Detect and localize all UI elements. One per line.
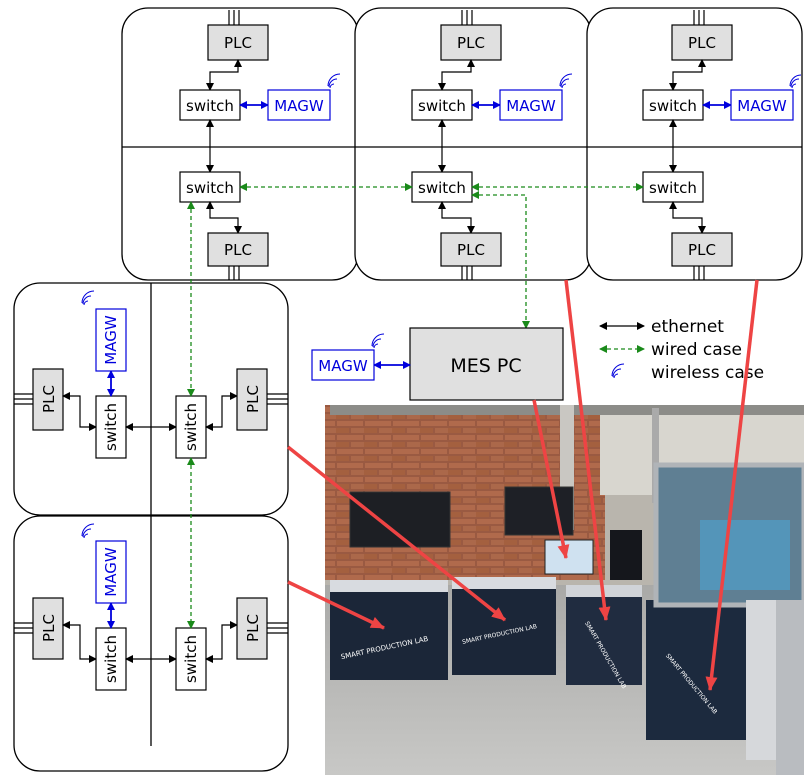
magw-box xyxy=(499,89,563,121)
ethernet-link xyxy=(62,621,97,663)
switch-box xyxy=(411,89,473,121)
magw-box xyxy=(95,308,127,372)
magw-label: MAGW xyxy=(506,97,556,115)
magw-label: MAGW xyxy=(737,97,787,115)
module-top-right: PLC switch MAGW switch PLC xyxy=(642,10,802,280)
legend-wired-label: wired case xyxy=(651,340,742,360)
plc-connectors xyxy=(693,10,705,25)
plc-box xyxy=(236,368,268,431)
ethernet-link xyxy=(62,392,97,431)
module-top-left: PLC switch MAGW switch PLC xyxy=(179,10,341,280)
switch-label: switch xyxy=(182,403,200,451)
magw-label: MAGW xyxy=(102,547,120,597)
wired-link xyxy=(471,191,530,329)
switch-label: switch xyxy=(649,179,697,197)
plc-connectors xyxy=(267,622,288,634)
pointer-arrow xyxy=(564,279,611,621)
ethernet-link xyxy=(669,201,706,234)
plc-label: PLC xyxy=(688,34,716,52)
magw-label: MAGW xyxy=(274,97,324,115)
ethernet-link xyxy=(206,59,242,91)
mes-pc-node: MES PC MAGW xyxy=(311,327,564,401)
switch-box xyxy=(179,171,241,203)
pointer-arrow xyxy=(532,399,570,559)
plc-box xyxy=(671,232,733,267)
pointer-arrows xyxy=(286,279,759,691)
pointer-arrow xyxy=(705,279,759,691)
tv-screen xyxy=(504,486,574,536)
magw-box xyxy=(95,540,127,604)
plc-label: PLC xyxy=(457,241,485,259)
plc-label: PLC xyxy=(244,614,262,642)
module-left-upper: PLC switch MAGW switch PLC xyxy=(14,290,288,459)
plc-connectors xyxy=(14,622,33,634)
plc-connectors xyxy=(461,10,473,25)
ethernet-link xyxy=(205,392,238,431)
magw-label: MAGW xyxy=(102,315,120,365)
wireless-icon xyxy=(81,290,95,306)
switch-label: switch xyxy=(182,635,200,683)
magw-box xyxy=(267,89,331,121)
switch-label: switch xyxy=(186,179,234,197)
plc-label: PLC xyxy=(244,385,262,413)
plc-label: PLC xyxy=(457,34,485,52)
magw-box xyxy=(311,349,375,381)
device-tower xyxy=(610,530,642,580)
module-left-lower: PLC switch MAGW switch PLC xyxy=(14,523,288,691)
legend: ethernet wired case wireless case xyxy=(599,317,764,383)
switch-box xyxy=(642,171,704,203)
magw-label: MAGW xyxy=(318,357,368,375)
plc-label: PLC xyxy=(40,385,58,413)
legend-wireless-label: wireless case xyxy=(651,363,764,383)
plc-box xyxy=(236,597,268,660)
wireless-icon xyxy=(81,523,95,539)
plc-label: PLC xyxy=(224,34,252,52)
plc-connectors xyxy=(267,393,288,405)
mes-pc-label: MES PC xyxy=(450,355,521,377)
wireless-icon xyxy=(327,73,341,89)
mes-pc-box xyxy=(409,327,564,401)
magw-box xyxy=(730,89,794,121)
ethernet-link xyxy=(438,59,475,91)
ethernet-link xyxy=(206,201,242,234)
tv-screen xyxy=(349,491,451,548)
switch-label: switch xyxy=(418,179,466,197)
switch-label: switch xyxy=(186,97,234,115)
plc-box xyxy=(207,24,269,61)
plc-label: PLC xyxy=(688,241,716,259)
wired-connections xyxy=(187,183,644,629)
plc-label: PLC xyxy=(224,241,252,259)
switch-label: switch xyxy=(102,403,120,451)
switch-label: switch xyxy=(102,635,120,683)
legend-wireless-icon xyxy=(611,363,625,379)
wireless-icon xyxy=(371,333,385,349)
plc-connectors xyxy=(228,266,240,280)
lab-photo: SMART PRODUCTION LAB SMART PRODUCTION LA… xyxy=(325,405,804,775)
plc-label: PLC xyxy=(40,614,58,642)
legend-ethernet-label: ethernet xyxy=(651,317,724,337)
mes-monitor xyxy=(544,539,594,575)
wireless-icon xyxy=(789,74,802,89)
plc-connectors xyxy=(228,10,240,25)
pointer-arrow xyxy=(287,580,385,630)
pointer-arrow xyxy=(286,445,507,622)
wireless-icon xyxy=(559,73,573,89)
plc-box xyxy=(207,232,269,267)
switch-label: switch xyxy=(649,97,697,115)
ethernet-link xyxy=(205,621,238,663)
plc-connectors xyxy=(14,393,33,405)
plc-connectors xyxy=(693,266,705,280)
switch-label: switch xyxy=(418,97,466,115)
ethernet-link xyxy=(669,59,706,91)
